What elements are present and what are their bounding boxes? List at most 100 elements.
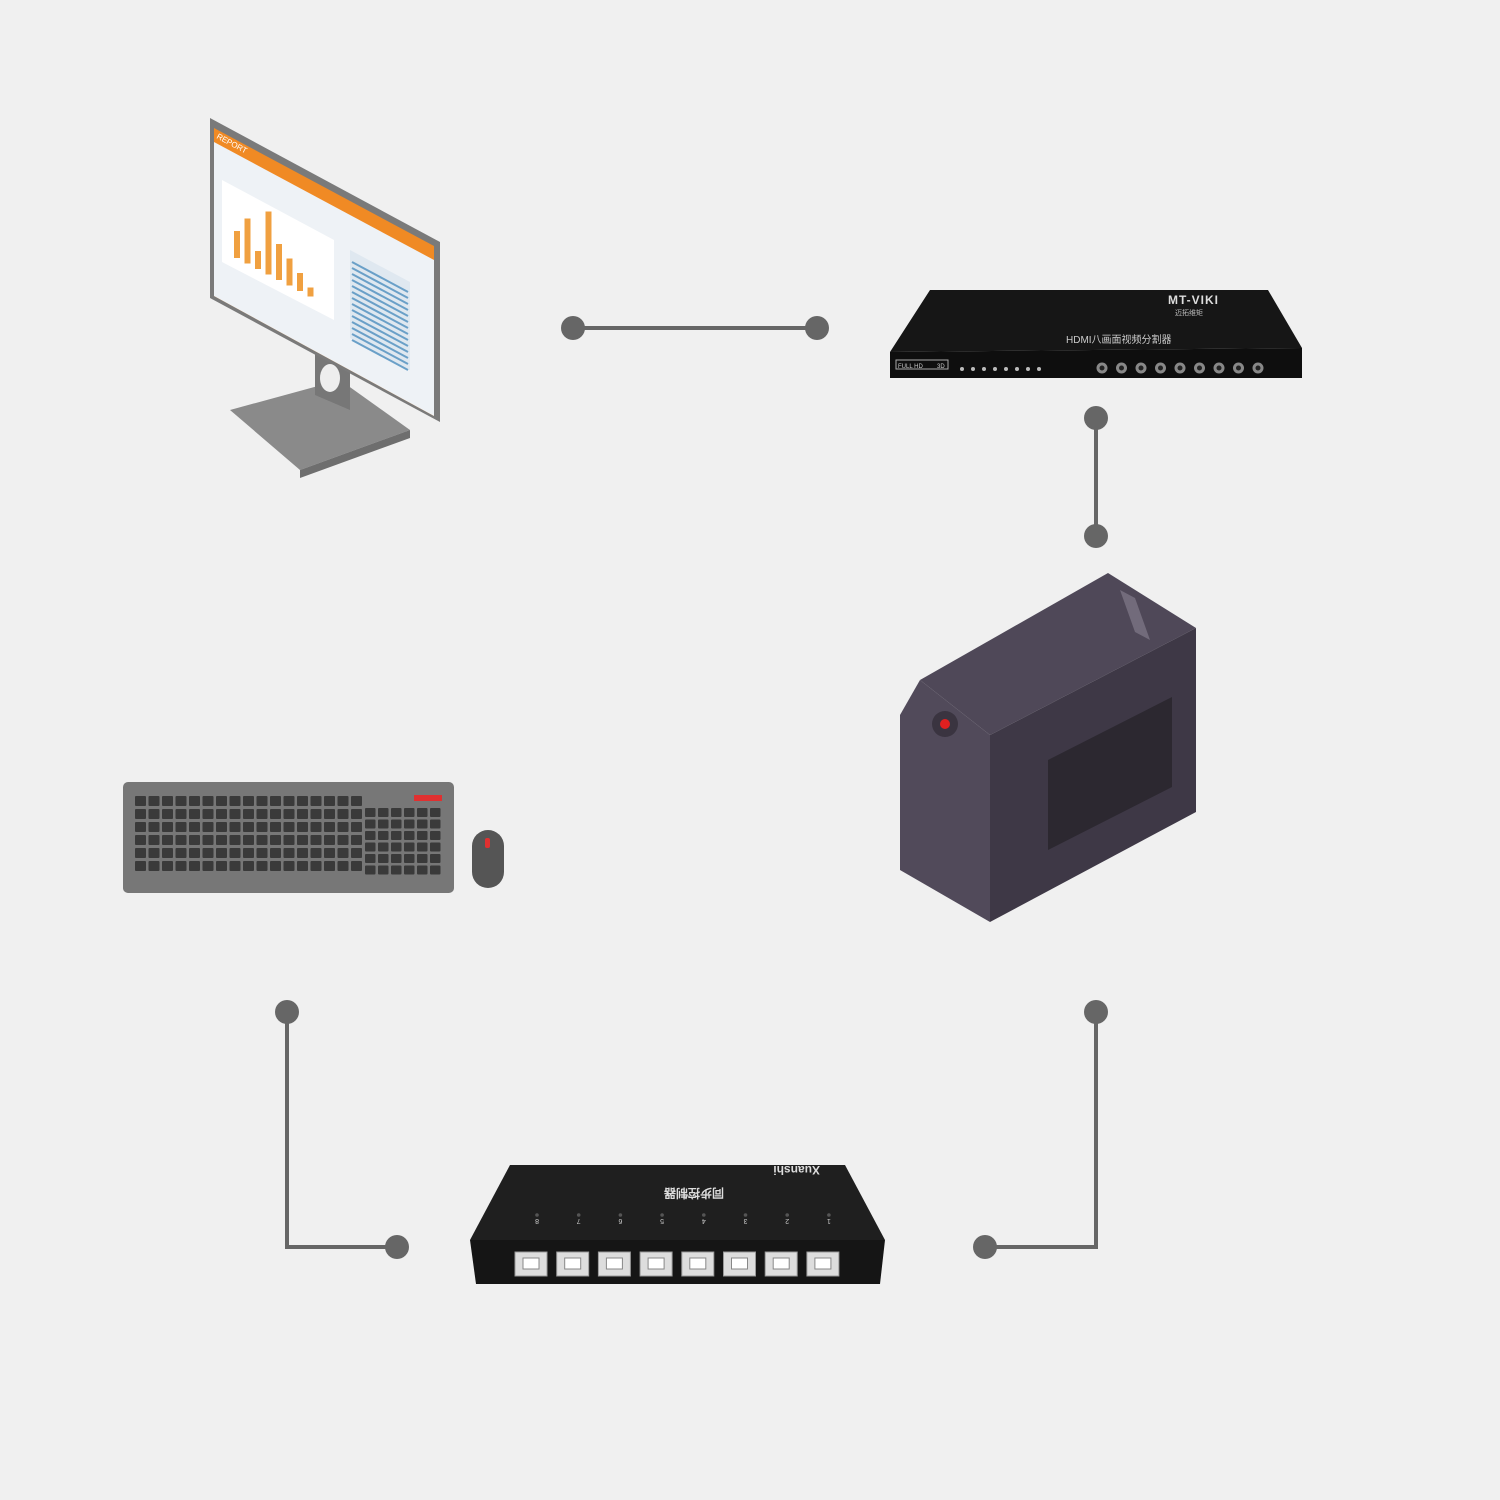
key xyxy=(189,822,200,832)
monitor-illustration: REPORT xyxy=(210,118,440,478)
key xyxy=(324,861,335,871)
keyboard-illustration xyxy=(123,782,454,893)
key xyxy=(270,861,281,871)
key xyxy=(430,831,441,840)
key xyxy=(283,861,295,871)
key xyxy=(283,848,295,858)
key xyxy=(162,848,173,858)
key xyxy=(189,796,200,806)
key xyxy=(256,796,268,806)
text-line xyxy=(351,333,409,365)
key xyxy=(417,819,428,829)
usb-b-port xyxy=(597,1251,631,1277)
key xyxy=(391,808,402,817)
key xyxy=(175,796,187,806)
led-indicator xyxy=(960,367,964,371)
key xyxy=(162,835,173,845)
key xyxy=(135,848,146,858)
key xyxy=(135,861,146,871)
key xyxy=(391,842,402,852)
key xyxy=(404,808,415,817)
key xyxy=(135,809,146,819)
usb-product: 同步控制器 xyxy=(663,1186,724,1201)
key xyxy=(297,822,308,832)
text-line xyxy=(351,303,409,335)
text-line xyxy=(351,297,409,329)
key xyxy=(365,808,376,817)
key xyxy=(270,835,281,845)
key xyxy=(202,861,214,871)
key xyxy=(202,835,214,845)
port-number: 5 xyxy=(660,1217,664,1224)
key xyxy=(417,808,428,817)
key xyxy=(148,848,160,858)
key xyxy=(229,835,241,845)
connector-splitter-pc xyxy=(1084,406,1108,548)
key xyxy=(229,822,241,832)
key xyxy=(378,865,389,875)
key xyxy=(189,861,200,871)
text-line xyxy=(351,339,409,371)
key xyxy=(404,819,415,829)
key xyxy=(365,854,376,863)
connector-usb-pc xyxy=(973,1000,1108,1259)
key xyxy=(229,861,241,871)
key xyxy=(337,848,349,858)
text-line xyxy=(351,267,409,299)
key xyxy=(310,822,322,832)
key xyxy=(175,809,187,819)
key xyxy=(162,861,173,871)
key xyxy=(365,831,376,840)
key xyxy=(148,835,160,845)
key xyxy=(391,854,402,863)
key xyxy=(310,809,322,819)
monitor-chart xyxy=(234,211,314,297)
key xyxy=(324,848,335,858)
key xyxy=(202,848,214,858)
chart-bar xyxy=(286,258,293,286)
key xyxy=(148,822,160,832)
key xyxy=(324,809,335,819)
key xyxy=(270,822,281,832)
key xyxy=(310,796,322,806)
led-indicator xyxy=(1004,367,1008,371)
key xyxy=(404,842,415,852)
key xyxy=(337,796,349,806)
key xyxy=(202,796,214,806)
key xyxy=(337,861,349,871)
key xyxy=(135,822,146,832)
key xyxy=(256,822,268,832)
led-indicator xyxy=(993,367,997,371)
key xyxy=(417,865,428,875)
key xyxy=(270,848,281,858)
key xyxy=(310,835,322,845)
splitter-brand: MT-VIKI xyxy=(1168,293,1219,307)
text-line xyxy=(351,327,409,359)
led-indicator xyxy=(982,367,986,371)
key xyxy=(175,848,187,858)
key xyxy=(297,809,308,819)
key xyxy=(148,796,160,806)
led-indicator xyxy=(1026,367,1030,371)
text-line xyxy=(351,273,409,305)
text-line xyxy=(351,285,409,317)
text-line xyxy=(351,321,409,353)
key xyxy=(189,835,200,845)
key xyxy=(283,796,295,806)
key xyxy=(417,854,428,863)
splitter-brand-sub: 迈拓维矩 xyxy=(1175,308,1203,317)
text-line xyxy=(351,279,409,311)
key xyxy=(243,861,254,871)
key xyxy=(216,835,227,845)
port-number: 8 xyxy=(535,1217,539,1224)
key xyxy=(216,809,227,819)
key xyxy=(283,822,295,832)
port-number: 7 xyxy=(577,1217,581,1224)
key xyxy=(430,842,441,852)
chart-bar xyxy=(307,287,314,297)
key xyxy=(378,819,389,829)
key xyxy=(430,865,441,875)
port-number: 4 xyxy=(702,1217,706,1224)
